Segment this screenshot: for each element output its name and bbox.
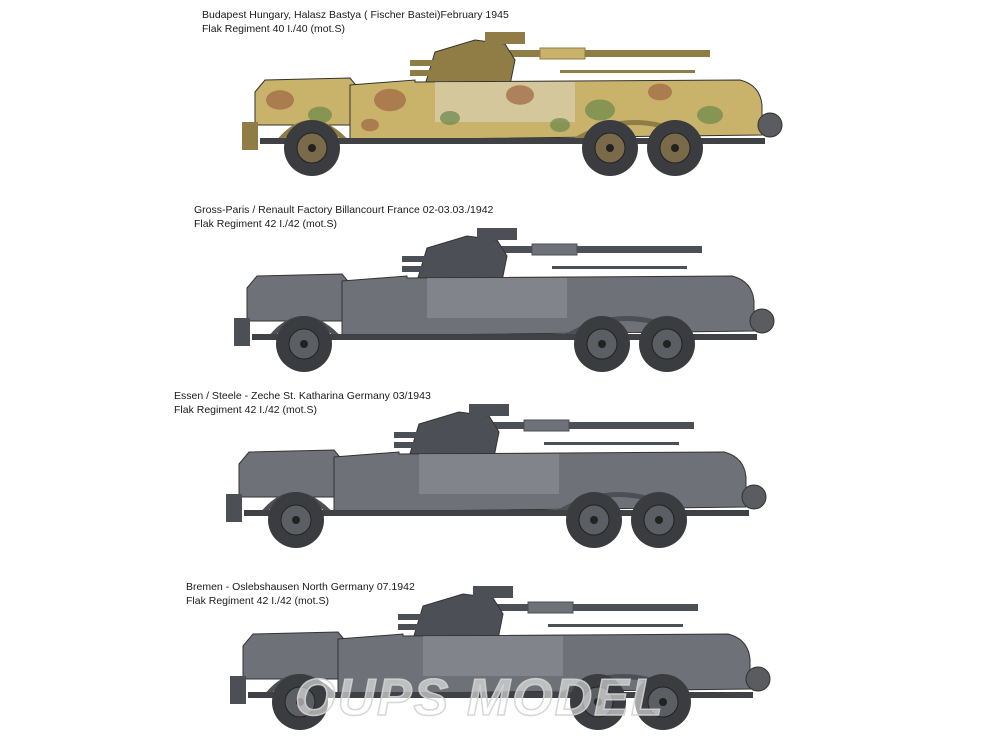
side-rail: [544, 442, 679, 445]
recuperator: [485, 32, 525, 44]
gun-barrel: [500, 50, 710, 57]
chassis-frame: [252, 334, 757, 340]
gun-marking-letter: A: [522, 231, 529, 241]
barrel-collar: [523, 419, 570, 432]
mesh-side-panel: [427, 278, 567, 318]
vehicle-caption-1: Budapest Hungary, Halasz Bastya ( Fische…: [202, 8, 509, 36]
front-bumper: [230, 676, 246, 704]
front-bumper: [242, 122, 258, 150]
ammo-rack: [402, 266, 442, 272]
chassis-frame: [248, 692, 753, 698]
camo-spot: [697, 105, 723, 125]
rear-wheel-axle: [655, 516, 663, 524]
recuperator: [469, 404, 509, 416]
middle-wheel-axle: [594, 698, 602, 706]
gun-marking-letter: D: [530, 35, 537, 45]
camo-spot: [550, 118, 570, 132]
ammo-rack: [410, 60, 450, 66]
vehicle-caption-4: Bremen - Oslebshausen North Germany 07.1…: [186, 580, 415, 608]
rear-winch: [741, 484, 767, 510]
engine-hood: [238, 449, 345, 498]
gun-marking-letter: A: [518, 589, 525, 599]
side-rail: [560, 70, 695, 73]
caption-unit-3: Flak Regiment 42 I./42 (mot.S): [174, 404, 317, 416]
vehicle-illustration-1: D: [242, 32, 783, 176]
gun-barrel: [484, 422, 694, 429]
front-bumper: [234, 318, 250, 346]
watermark-logo: OUPS MODEL: [294, 668, 665, 728]
camo-spot: [648, 83, 672, 101]
ammo-rack: [410, 70, 450, 76]
front-wheel-axle: [296, 698, 304, 706]
caption-location-2: Gross-Paris / Renault Factory Billancour…: [194, 204, 494, 216]
gun-barrel: [488, 604, 698, 611]
caption-unit-2: Flak Regiment 42 I./42 (mot.S): [194, 218, 337, 230]
gun-marking-letter: B: [514, 407, 521, 417]
mesh-side-panel: [419, 454, 559, 494]
ammo-rack: [398, 614, 438, 620]
barrel-collar: [539, 47, 586, 60]
mesh-side-panel: [423, 636, 563, 676]
chassis-frame: [244, 510, 749, 516]
front-wheel-axle: [300, 340, 308, 348]
rear-winch: [745, 666, 771, 692]
vehicle-caption-2: Gross-Paris / Renault Factory Billancour…: [194, 203, 493, 231]
camo-spot: [506, 85, 534, 105]
gun-barrel: [492, 246, 702, 253]
rear-wheel-axle: [663, 340, 671, 348]
middle-wheel-axle: [606, 144, 614, 152]
rear-wheel-axle: [659, 698, 667, 706]
middle-wheel-axle: [598, 340, 606, 348]
camo-spot: [585, 99, 615, 121]
rear-wheel-axle: [671, 144, 679, 152]
ammo-rack: [394, 432, 434, 438]
middle-wheel-axle: [590, 516, 598, 524]
ammo-rack: [394, 442, 434, 448]
caption-unit-4: Flak Regiment 42 I./42 (mot.S): [186, 595, 329, 607]
vehicle-illustration-4: A: [230, 586, 771, 730]
chassis-frame: [260, 138, 765, 144]
front-bumper: [226, 494, 242, 522]
rear-winch: [749, 308, 775, 334]
caption-location-1: Budapest Hungary, Halasz Bastya ( Fische…: [202, 9, 509, 21]
ammo-rack: [402, 256, 442, 262]
recuperator: [477, 228, 517, 240]
vehicle-illustration-2: A: [234, 228, 775, 372]
front-wheel-axle: [292, 516, 300, 524]
rear-winch: [757, 112, 783, 138]
barrel-collar: [531, 243, 578, 256]
side-rail: [552, 266, 687, 269]
camo-spot: [266, 90, 294, 110]
camo-spot: [440, 111, 460, 125]
caption-unit-1: Flak Regiment 40 I./40 (mot.S): [202, 23, 345, 35]
ammo-rack: [398, 624, 438, 630]
recuperator: [473, 586, 513, 598]
camo-spot: [374, 88, 406, 112]
side-rail: [548, 624, 683, 627]
camo-spot: [308, 106, 332, 124]
vehicle-caption-3: Essen / Steele - Zeche St. Katharina Ger…: [174, 389, 431, 417]
vehicle-illustration-3: B: [226, 404, 767, 548]
engine-hood: [246, 273, 353, 322]
barrel-collar: [527, 601, 574, 614]
caption-location-3: Essen / Steele - Zeche St. Katharina Ger…: [174, 390, 431, 402]
camo-spot: [361, 118, 379, 132]
front-wheel-axle: [308, 144, 316, 152]
caption-location-4: Bremen - Oslebshausen North Germany 07.1…: [186, 581, 415, 593]
